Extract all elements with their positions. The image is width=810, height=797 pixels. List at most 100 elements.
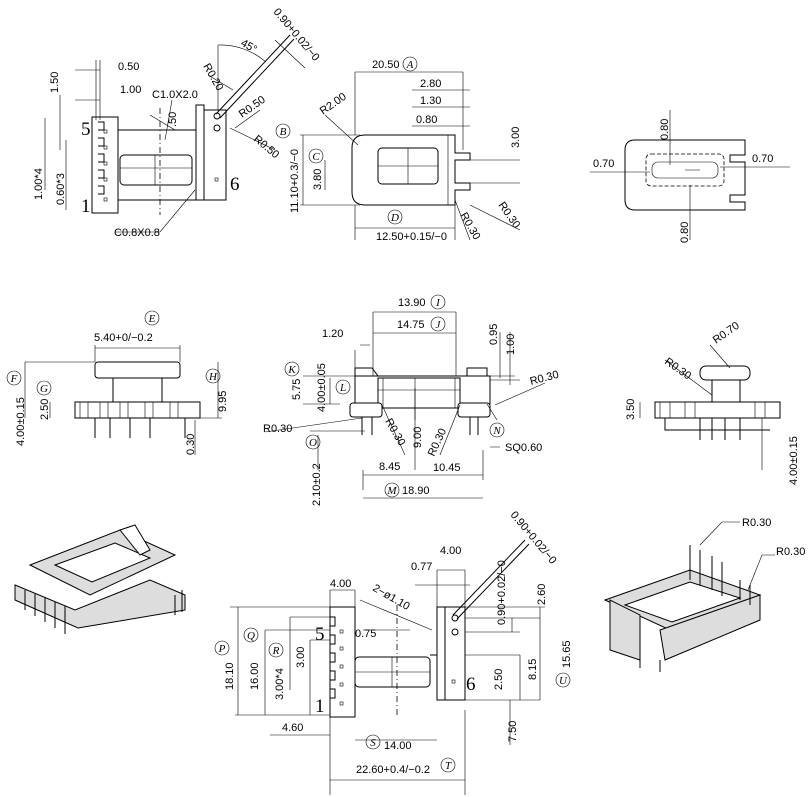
r-0-30-c: R0.30 [382, 417, 407, 448]
svg-text:J: J [436, 319, 442, 331]
svg-text:H: H [208, 371, 218, 383]
chamfer-bottom: C0.8X0.8 [114, 227, 160, 239]
dim-1-20: 1.20 [322, 328, 343, 340]
dim-9-95: 9.95 [217, 391, 229, 412]
dim-3-00: 3.00 [295, 647, 307, 668]
dim-15-65: 15.65 [561, 640, 573, 668]
core [112, 377, 163, 403]
label-f: F [6, 370, 22, 386]
base-flange [74, 401, 201, 419]
iso-view-left [14, 524, 186, 634]
dim-4-00: 4.00±0.05 [316, 363, 328, 412]
label-i: I [430, 294, 446, 310]
dim-18-10: 18.10 [224, 662, 236, 690]
label-u: U [555, 672, 571, 688]
dim-1-30: 1.30 [420, 95, 441, 107]
pin-1-label: 1 [315, 696, 325, 717]
label-e: E [144, 310, 160, 326]
label-r: R [268, 642, 284, 658]
flange-plate [203, 109, 227, 201]
r-2-00: R2.00 [318, 91, 349, 118]
svg-text:D: D [390, 212, 399, 224]
dim-10-45: 10.45 [433, 462, 461, 474]
bobbin-outline [624, 139, 746, 211]
top-right-view: 0.80 0.70 0.70 0.80 [590, 110, 790, 243]
svg-text:Q: Q [247, 630, 255, 642]
label-m: M [384, 482, 400, 498]
svg-text:T: T [445, 760, 452, 772]
r-0-50-b: R0.50 [251, 133, 281, 161]
flange [195, 104, 205, 201]
dim-8-45: 8.45 [379, 461, 400, 473]
total-width: 22.60+0.4/−0.2 [356, 764, 430, 776]
r-0-30-left: R0.30 [263, 423, 292, 435]
r-0-50-a: R0.50 [237, 94, 268, 121]
pitch-3-00: 3.00*4 [274, 668, 286, 700]
dim-2-60: 2.60 [536, 584, 548, 605]
svg-text:S: S [370, 737, 376, 749]
pcb-layout-view: 4.00 0.77 0.90+0.02/−0 0.90+0.02/−0 2.60… [214, 509, 573, 795]
dim-8-15: 8.15 [527, 659, 539, 680]
dim-2-50: 2.50 [39, 399, 51, 420]
dim-2-10: 2.10±0.2 [311, 463, 323, 506]
core-window [119, 154, 193, 186]
top-middle-view: 20.50 A 2.80 1.30 0.80 R2.00 3.00 11.10+… [289, 56, 522, 243]
svg-text:L: L [339, 382, 346, 394]
dim-4-00-left: 4.00 [330, 578, 351, 590]
label-g: G [36, 380, 52, 396]
dim-18-90: 18.90 [402, 485, 430, 497]
pitch-1-00: 1.00*4 [33, 168, 45, 200]
label-j: J [430, 316, 446, 332]
dim-50: .50 [167, 112, 179, 127]
label-t: T [440, 757, 456, 773]
dim-0-30: 0.30 [185, 434, 197, 455]
dim-1-00: 1.00 [120, 84, 141, 96]
label-l: L [335, 379, 351, 395]
dim-4-00: 4.00±0.15 [15, 397, 27, 446]
label-q: Q [243, 627, 259, 643]
dim-14-00: 14.00 [384, 740, 412, 752]
label-n: N [489, 422, 505, 438]
dim-5-75: 5.75 [291, 379, 303, 400]
r-0-30-right: R0.30 [529, 369, 560, 388]
pin-6-label: 6 [466, 674, 476, 695]
label-o: O [305, 434, 321, 450]
dim-0-80-top: 0.80 [659, 119, 671, 140]
top-cap [94, 361, 181, 379]
core-width: 12.50+0.15/−0 [376, 231, 447, 243]
dim-0-80: 0.80 [416, 114, 437, 126]
label-k: K [284, 361, 300, 377]
svg-text:N: N [492, 425, 501, 437]
svg-text:I: I [435, 297, 441, 309]
svg-text:O: O [309, 437, 317, 449]
dim-0-70-right: 0.70 [752, 153, 773, 165]
dim-9-00: 9.00 [412, 427, 424, 448]
dim-7-50: 7.50 [507, 721, 519, 742]
r-0-30-a: R0.30 [742, 517, 771, 529]
label-s: S [365, 734, 381, 750]
pin-dia-b: 0.90+0.02/−0 [496, 560, 508, 625]
holes: 2−ø1.10 [371, 582, 412, 613]
top-left-view: 0.50 1.00 1.50 C1.0X2.0 .50 R0.20 45° 0.… [33, 6, 322, 239]
dim-0-70-left: 0.70 [593, 158, 614, 170]
label-c: C [308, 148, 324, 164]
dim-3-00: 3.00 [510, 127, 522, 148]
label-d: D [387, 209, 403, 225]
pin-6-label: 6 [230, 174, 240, 195]
end-view: R0.70 R0.30 3.50 4.00±0.15 [625, 320, 800, 485]
pin-line [215, 34, 295, 119]
pin-1-label: 1 [81, 196, 91, 217]
svg-text:F: F [10, 373, 18, 385]
sq: SQ0.60 [505, 442, 542, 454]
svg-text:R: R [272, 645, 280, 657]
dim-4-60: 4.60 [282, 722, 303, 734]
svg-text:B: B [280, 126, 287, 138]
chamfer-top: C1.0X2.0 [152, 89, 198, 101]
r-0-30-d: R0.30 [426, 427, 449, 459]
cap-width: 5.40+0/−0.2 [94, 332, 153, 344]
pin-dia: 0.90+0.02/−0 [271, 6, 322, 63]
width: 20.50 [372, 59, 400, 71]
pin-5-label: 5 [81, 119, 91, 140]
label-b: B [275, 123, 291, 139]
dim-3-50: 3.50 [625, 399, 637, 420]
